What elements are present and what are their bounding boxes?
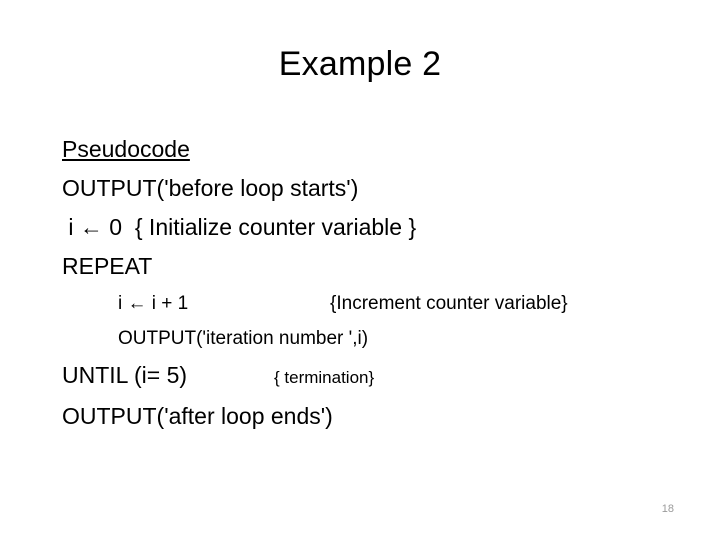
code-line-until-comment: { termination} — [274, 368, 375, 387]
code-line-output-iteration: OUTPUT('iteration number ',i) — [62, 321, 662, 356]
page-number: 18 — [661, 503, 674, 515]
code-line-increment: i ← i + 1 {Increment counter variable} — [62, 286, 662, 321]
code-line-increment-code: i ← i + 1 — [118, 293, 189, 314]
code-line-repeat: REPEAT — [62, 253, 153, 279]
page-title: Example 2 — [278, 45, 442, 83]
code-line-output-iteration-code: OUTPUT('iteration number ',i) — [118, 328, 369, 349]
code-line-output-after: OUTPUT('after loop ends') — [62, 403, 333, 429]
code-line-init-counter: i ← 0 { Initialize counter variable } — [62, 214, 417, 240]
code-line-increment-comment: {Increment counter variable} — [330, 293, 568, 314]
pseudocode-block: Pseudocode OUTPUT('before loop starts') … — [62, 130, 662, 436]
code-line-until: UNTIL (i= 5) { termination} — [62, 356, 662, 397]
code-line-output-before: OUTPUT('before loop starts') — [62, 175, 359, 201]
code-line-until-code: UNTIL (i= 5) — [62, 362, 188, 388]
pseudocode-heading: Pseudocode — [62, 136, 190, 162]
